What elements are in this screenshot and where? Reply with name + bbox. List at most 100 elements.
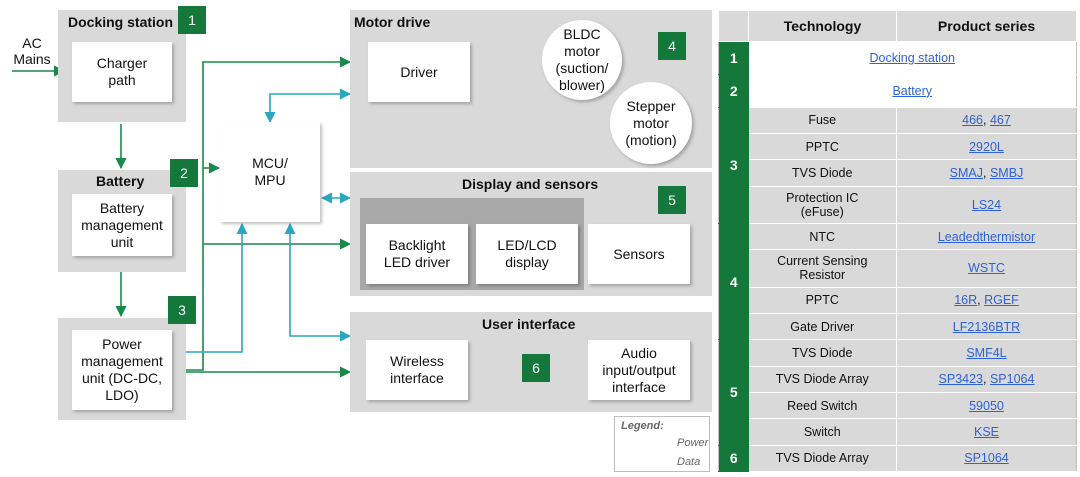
display-sensors-title: Display and sensors — [462, 176, 599, 192]
product-series-cell: 16R, RGEF — [896, 286, 1077, 314]
technology-cell: TVS Diode Array — [748, 444, 897, 472]
product-separator: , — [977, 293, 985, 308]
mcu-to-power — [174, 222, 248, 358]
header-product-series: Product series — [896, 10, 1077, 42]
technology-cell: Protection IC (eFuse) — [748, 185, 897, 225]
product-series-link[interactable]: SMAJ — [949, 166, 984, 181]
product-series-link[interactable]: SMF4L — [966, 345, 1007, 360]
power-bus — [186, 56, 352, 371]
product-series-link[interactable]: SP3423 — [938, 372, 984, 387]
product-series-cell: SMAJ, SMBJ — [896, 159, 1077, 187]
user-interface-title: User interface — [482, 316, 576, 332]
product-series-link[interactable]: WSTC — [968, 261, 1005, 276]
battery-number-badge: 2 — [170, 159, 198, 187]
table-row: 2 Battery — [718, 73, 1077, 108]
table-row: PPTC 2920L — [719, 133, 1077, 161]
group-span-cell: Docking station — [748, 41, 1077, 75]
stepper-motor-circle: Stepper motor (motion) — [610, 82, 692, 164]
product-series-cell: SP3423, SP1064 — [896, 365, 1077, 393]
battery-management-unit-box: Battery management unit — [72, 194, 172, 256]
product-series-link[interactable]: LS24 — [971, 197, 1002, 212]
product-series-cell: LS24 — [896, 185, 1077, 225]
audio-interface-box: Audio input/output interface — [588, 340, 690, 400]
product-series-link[interactable]: Leadedthermistor — [937, 229, 1036, 244]
technology-cell: TVS Diode — [748, 339, 897, 367]
group-number-cell: 4 — [718, 223, 749, 341]
product-series-link[interactable]: SP1064 — [989, 372, 1035, 387]
product-series-link[interactable]: RGEF — [984, 293, 1019, 308]
product-series-cell: 466, 467 — [896, 106, 1077, 135]
bldc-motor-circle: BLDC motor (suction/ blower) — [542, 20, 622, 100]
product-series-link[interactable]: 16R — [954, 293, 978, 308]
product-series-link[interactable]: SP1064 — [964, 451, 1009, 466]
product-series-link[interactable]: KSE — [973, 424, 999, 439]
user-interface-number-badge: 6 — [522, 354, 550, 382]
technology-cell: Gate Driver — [748, 312, 897, 341]
table-row: Switch KSE — [719, 418, 1077, 446]
product-table: Technology Product series 1 Docking stati… — [718, 10, 1077, 472]
product-series-cell: WSTC — [896, 249, 1077, 288]
table-header-row: Technology Product series — [718, 10, 1077, 42]
motor-drive-number-badge: 4 — [658, 32, 686, 60]
technology-cell: TVS Diode Array — [748, 365, 897, 393]
product-series-link[interactable]: SMBJ — [989, 166, 1024, 181]
driver-box: Driver — [368, 42, 470, 102]
power-management-unit-box: Power management unit (DC-DC, LDO) — [72, 330, 172, 410]
battery-title: Battery — [96, 173, 145, 189]
table-row: Current Sensing Resistor WSTC — [719, 249, 1077, 288]
table-row: Protection IC (eFuse) LS24 — [719, 185, 1077, 225]
technology-cell: PPTC — [748, 133, 897, 161]
legend-data-label: Data — [677, 456, 701, 468]
technology-cell: Reed Switch — [748, 391, 897, 420]
wireless-interface-box: Wireless interface — [366, 340, 468, 400]
led-lcd-display-box: LED/LCD display — [476, 224, 578, 284]
header-number-cell — [718, 10, 749, 42]
product-series-link[interactable]: Battery — [892, 83, 933, 98]
product-series-link[interactable]: Docking station — [869, 50, 955, 65]
product-series-cell: SP1064 — [896, 444, 1077, 472]
mcu-to-motor — [264, 88, 352, 124]
mcu-to-ui — [284, 222, 352, 342]
product-series-link[interactable]: 466 — [962, 113, 984, 128]
docking-station-number-badge: 1 — [178, 6, 206, 34]
charger-path-box: Charger path — [72, 42, 172, 102]
sensors-box: Sensors — [588, 224, 690, 284]
product-separator: , — [983, 113, 990, 128]
ac-mains-label: AC Mains — [13, 35, 51, 67]
technology-cell: Switch — [748, 418, 897, 446]
display-sensors-number-badge: 5 — [658, 186, 686, 214]
header-technology: Technology — [748, 10, 897, 42]
group-number-cell: 5 — [718, 339, 749, 446]
group-number-cell: 1 — [718, 41, 749, 75]
product-series-cell: SMF4L — [896, 339, 1077, 367]
product-series-link[interactable]: 2920L — [969, 139, 1004, 154]
product-series-cell: Leadedthermistor — [896, 223, 1077, 251]
product-series-link[interactable]: LF2136BTR — [952, 319, 1021, 334]
product-separator: , — [983, 166, 990, 181]
technology-cell: Fuse — [748, 106, 897, 135]
product-separator: , — [983, 372, 990, 387]
product-series-cell: KSE — [896, 418, 1077, 446]
group-number-cell: 2 — [718, 73, 749, 108]
group-number-cell: 6 — [718, 444, 749, 472]
technology-cell: NTC — [748, 223, 897, 251]
power-number-badge: 3 — [168, 296, 196, 324]
product-series-link[interactable]: 467 — [989, 113, 1011, 128]
table-row: 1 Docking station — [718, 41, 1077, 75]
technology-cell: PPTC — [748, 286, 897, 314]
product-series-link[interactable]: 59050 — [969, 398, 1004, 413]
technology-cell: TVS Diode — [748, 159, 897, 187]
motor-drive-title: Motor drive — [354, 14, 431, 30]
table-row: Reed Switch 59050 — [719, 391, 1077, 420]
legend: Legend: Power Data — [614, 416, 710, 472]
product-series-cell: 2920L — [896, 133, 1077, 161]
legend-power-label: Power — [677, 437, 709, 449]
table-row: Gate Driver LF2136BTR — [719, 312, 1077, 341]
technology-cell: Current Sensing Resistor — [748, 249, 897, 288]
